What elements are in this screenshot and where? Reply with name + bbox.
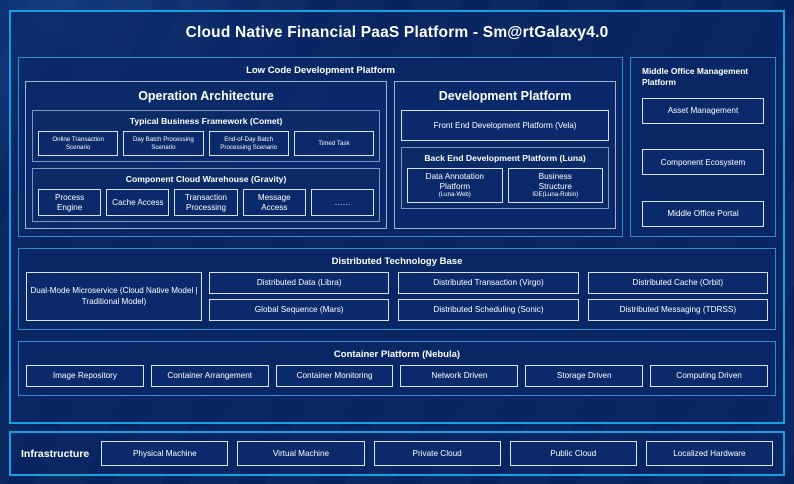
chip-line-3: (Luna-Web) <box>438 191 471 199</box>
distributed-technology-base: Distributed Technology Base Dual-Mode Mi… <box>18 248 776 331</box>
low-code-columns: Operation Architecture Typical Business … <box>25 81 616 230</box>
infrastructure-frame: Infrastructure Physical Machine Virtual … <box>9 431 785 476</box>
chip-image-repository[interactable]: Image Repository <box>26 365 144 388</box>
distributed-technology-base-title: Distributed Technology Base <box>331 256 463 268</box>
chip-business-structure-ide[interactable]: Business Structure IDE(Luna-Robin) <box>507 168 604 203</box>
chip-distributed-cache[interactable]: Distributed Cache (Orbit) <box>587 272 768 295</box>
typical-business-framework-group: Typical Business Framework (Comet) Onlin… <box>32 110 381 162</box>
chip-day-batch-processing-scenario[interactable]: Day Batch Processing Scenario <box>123 131 204 156</box>
back-end-development-platform-title: Back End Development Platform (Luna) <box>424 153 586 163</box>
development-platform-column: Development Platform Front End Developme… <box>394 81 616 230</box>
top-row: Low Code Development Platform Operation … <box>18 57 776 238</box>
chip-line-1: Data Annotation <box>425 172 484 181</box>
chip-distributed-data[interactable]: Distributed Data (Libra) <box>209 272 390 295</box>
chip-line-3: IDE(Luna-Robin) <box>532 191 579 199</box>
chip-distributed-messaging[interactable]: Distributed Messaging (TDRSS) <box>587 299 768 322</box>
chip-line-1: Business <box>538 172 572 181</box>
container-platform-title: Container Platform (Nebula) <box>333 349 461 361</box>
component-cloud-warehouse-items: Process Engine Cache Access Transaction … <box>38 189 375 217</box>
middle-office-title: Middle Office Management Platform <box>642 66 749 87</box>
low-code-header: Low Code Development Platform <box>246 65 395 76</box>
chip-cache-access[interactable]: Cache Access <box>106 189 170 217</box>
chip-line-2: Structure <box>538 181 572 191</box>
chip-more-ellipsis[interactable]: …… <box>310 189 375 217</box>
container-platform-items: Image Repository Container Arrangement C… <box>26 365 768 388</box>
infrastructure-label: Infrastructure <box>21 447 90 460</box>
operation-architecture-panel: Operation Architecture Typical Business … <box>25 81 388 230</box>
chip-virtual-machine[interactable]: Virtual Machine <box>237 441 365 466</box>
chip-computing-driven[interactable]: Computing Driven <box>650 365 768 388</box>
platform-frame: Cloud Native Financial PaaS Platform - S… <box>9 10 785 424</box>
chip-physical-machine[interactable]: Physical Machine <box>101 441 229 466</box>
chip-private-cloud[interactable]: Private Cloud <box>373 441 501 466</box>
typical-business-framework-title: Typical Business Framework (Comet) <box>129 116 283 126</box>
chip-middle-office-portal[interactable]: Middle Office Portal <box>642 201 764 228</box>
operation-architecture-column: Operation Architecture Typical Business … <box>25 81 388 230</box>
operation-architecture-title: Operation Architecture <box>138 89 274 103</box>
container-platform: Container Platform (Nebula) Image Reposi… <box>18 341 776 397</box>
chip-line-2: Platform <box>439 181 471 191</box>
component-cloud-warehouse-group: Component Cloud Warehouse (Gravity) Proc… <box>32 168 381 223</box>
chip-global-sequence[interactable]: Global Sequence (Mars) <box>209 299 390 322</box>
development-platform-panel: Development Platform Front End Developme… <box>394 81 616 230</box>
page-title: Cloud Native Financial PaaS Platform - S… <box>185 24 609 41</box>
chip-public-cloud[interactable]: Public Cloud <box>509 441 637 466</box>
chip-front-end-development-platform[interactable]: Front End Development Platform (Vela) <box>401 110 609 141</box>
development-platform-stack: Front End Development Platform (Vela) Ba… <box>401 110 609 209</box>
middle-office-management-platform: Middle Office Management Platform Asset … <box>630 57 776 238</box>
chip-end-of-day-batch-processing-scenario[interactable]: End-of-Day Batch Processing Scenario <box>208 131 289 156</box>
infrastructure-items: Physical Machine Virtual Machine Private… <box>101 441 773 466</box>
component-cloud-warehouse-title: Component Cloud Warehouse (Gravity) <box>125 174 287 184</box>
back-end-development-platform-items: Data Annotation Platform (Luna-Web) Busi… <box>407 168 604 203</box>
chip-asset-management[interactable]: Asset Management <box>642 97 764 124</box>
chip-localized-hardware[interactable]: Localized Hardware <box>645 441 773 466</box>
chip-online-transaction-scenario[interactable]: Online Transaction Scenario <box>38 131 119 156</box>
chip-container-monitoring[interactable]: Container Monitoring <box>275 365 394 388</box>
chip-distributed-scheduling[interactable]: Distributed Scheduling (Sonic) <box>398 299 579 322</box>
chip-storage-driven[interactable]: Storage Driven <box>525 365 644 388</box>
low-code-development-platform: Low Code Development Platform Operation … <box>18 57 623 238</box>
typical-business-framework-items: Online Transaction Scenario Day Batch Pr… <box>38 131 375 156</box>
chip-message-access[interactable]: Message Access <box>242 189 306 217</box>
chip-data-annotation-platform[interactable]: Data Annotation Platform (Luna-Web) <box>407 168 503 203</box>
chip-timed-task[interactable]: Timed Task <box>293 131 375 156</box>
chip-dual-mode-microservice[interactable]: Dual-Mode Microservice (Cloud Native Mod… <box>26 272 202 322</box>
chip-component-ecosystem[interactable]: Component Ecosystem <box>642 149 764 176</box>
back-end-development-platform-group: Back End Development Platform (Luna) Dat… <box>401 147 609 209</box>
distributed-technology-base-grid: Distributed Data (Libra) Distributed Tra… <box>209 272 768 322</box>
chip-transaction-processing[interactable]: Transaction Processing <box>174 189 238 217</box>
middle-office-items: Asset Management Component Ecosystem Mid… <box>642 97 764 228</box>
chip-network-driven[interactable]: Network Driven <box>400 365 519 388</box>
distributed-technology-base-body: Dual-Mode Microservice (Cloud Native Mod… <box>26 272 768 322</box>
chip-container-arrangement[interactable]: Container Arrangement <box>150 365 269 388</box>
chip-distributed-transaction[interactable]: Distributed Transaction (Virgo) <box>398 272 579 295</box>
chip-process-engine[interactable]: Process Engine <box>38 189 102 217</box>
development-platform-title: Development Platform <box>438 89 572 103</box>
